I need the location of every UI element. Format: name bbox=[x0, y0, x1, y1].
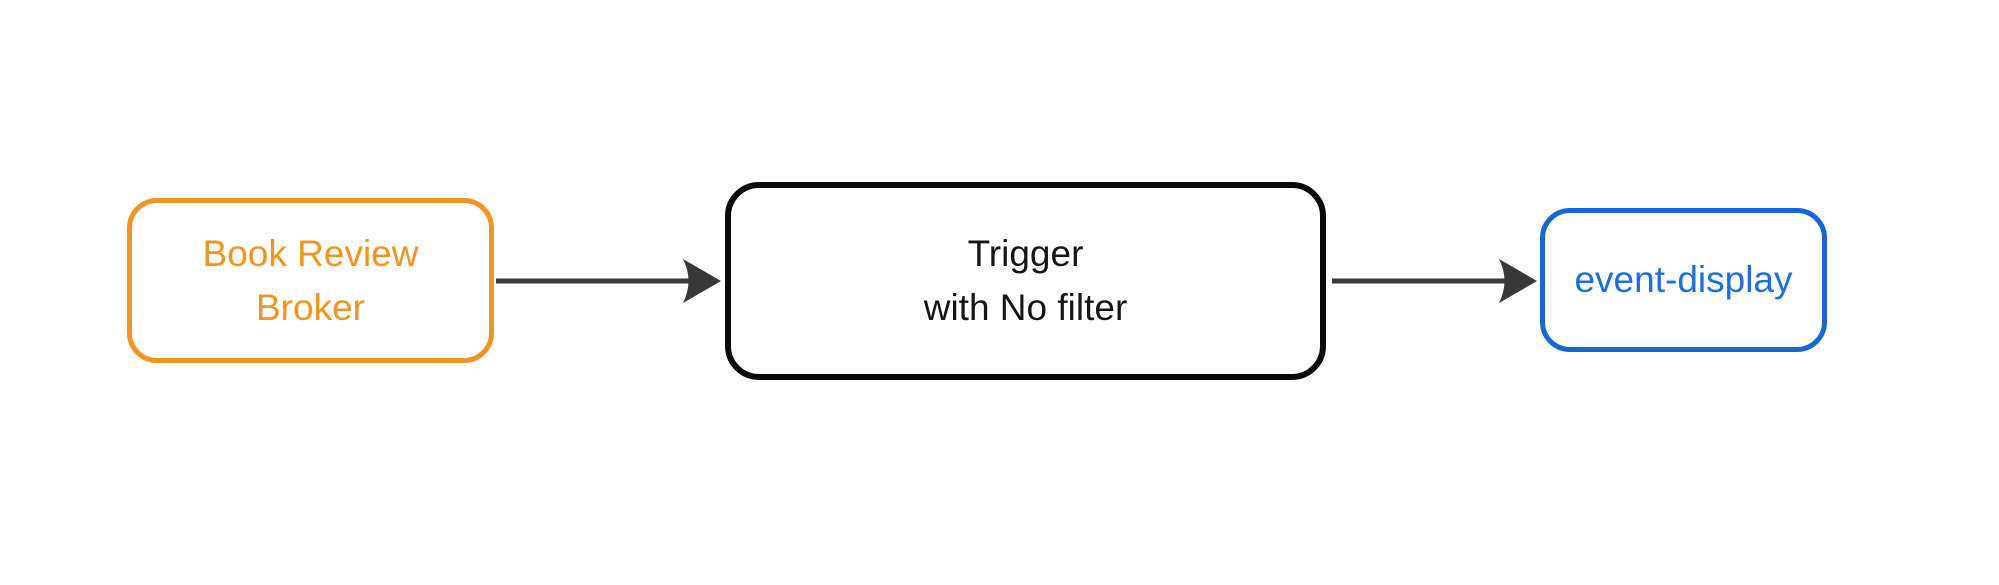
edge-broker-to-trigger bbox=[496, 259, 721, 303]
arrowhead-icon bbox=[1499, 259, 1537, 303]
node-event-display: event-display bbox=[1540, 208, 1827, 352]
node-trigger-with-no-filter: Trigger with No filter bbox=[725, 182, 1326, 380]
edge-trigger-to-event-display bbox=[1332, 259, 1537, 303]
node-label: event-display bbox=[1574, 259, 1793, 300]
node-book-review-broker: Book Review Broker bbox=[127, 198, 494, 363]
arrowhead-icon bbox=[683, 259, 721, 303]
node-label: Book Review Broker bbox=[202, 232, 419, 328]
node-label: Trigger with No filter bbox=[923, 233, 1128, 328]
